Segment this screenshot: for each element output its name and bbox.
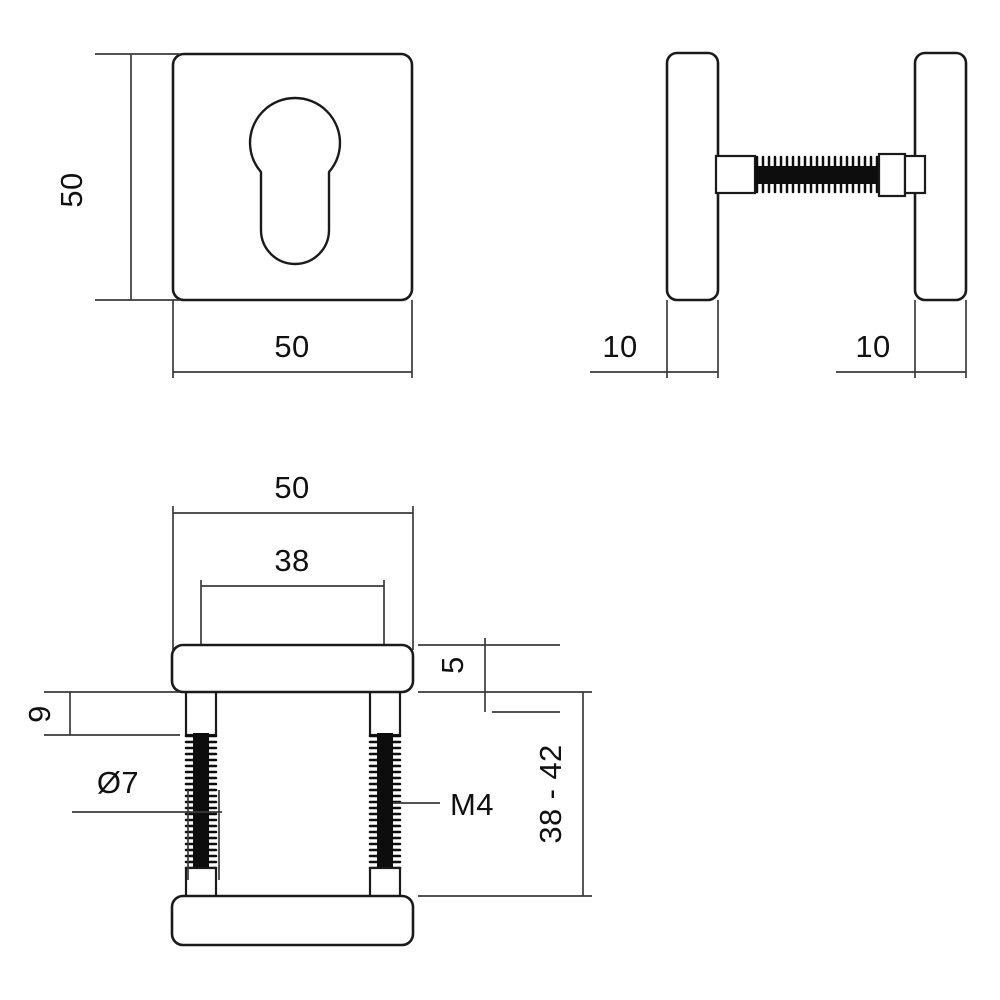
side-view-group: 10 10 <box>590 51 968 378</box>
dim-section-plate-thickness-label: 5 <box>435 656 470 674</box>
section-view-group: 50 38 <box>22 470 592 947</box>
dim-section-door-thickness-range: 38 - 42 <box>418 691 592 897</box>
dim-side-right-thickness-label: 10 <box>855 329 890 364</box>
right-screw-top-sleeve <box>368 689 402 737</box>
left-screw-thread <box>184 733 218 873</box>
dim-section-sleeve-diameter: Ø7 <box>72 765 222 880</box>
dim-section-sleeve-length: 9 <box>22 691 180 736</box>
dim-section-sleeve-length-label: 9 <box>22 705 57 723</box>
right-screw-bottom-sleeve <box>368 866 402 900</box>
euro-keyhole-cutout <box>248 96 342 266</box>
right-screw-thread <box>368 733 402 873</box>
dim-section-sleeve-diameter-label: Ø7 <box>97 765 139 800</box>
left-fixing-screw <box>184 689 218 900</box>
left-screw-top-sleeve <box>184 689 218 737</box>
dim-front-height-label: 50 <box>54 172 89 207</box>
front-view-group: 50 50 <box>54 52 414 378</box>
dim-front-width-label: 50 <box>274 329 309 364</box>
dim-side-right-thickness: 10 <box>836 300 967 378</box>
screw-sleeve-left-side <box>714 154 757 195</box>
dim-side-left-thickness: 10 <box>590 300 719 378</box>
dim-front-width: 50 <box>172 300 413 378</box>
right-fixing-screw <box>368 689 402 900</box>
screw-collar-right-side <box>877 152 907 198</box>
left-screw-bottom-sleeve <box>184 866 218 900</box>
dim-side-left-thickness-label: 10 <box>602 329 637 364</box>
dim-section-plate-width-label: 50 <box>274 470 309 505</box>
top-rosette-plate-section <box>170 643 415 694</box>
dim-section-screw-spacing-label: 38 <box>274 543 309 578</box>
dim-section-plate-width: 50 <box>172 470 414 650</box>
screw-sleeve-right-side <box>903 154 927 195</box>
dim-section-thread-spec-label: M4 <box>450 787 494 822</box>
dim-section-door-thickness-range-label: 38 - 42 <box>533 744 568 843</box>
dim-section-thread-spec: M4 <box>393 787 494 822</box>
dim-section-plate-thickness: 5 <box>418 638 560 713</box>
dim-front-height: 50 <box>54 53 180 301</box>
left-rosette-plate-side <box>665 51 720 302</box>
bottom-rosette-plate-section <box>170 894 415 947</box>
